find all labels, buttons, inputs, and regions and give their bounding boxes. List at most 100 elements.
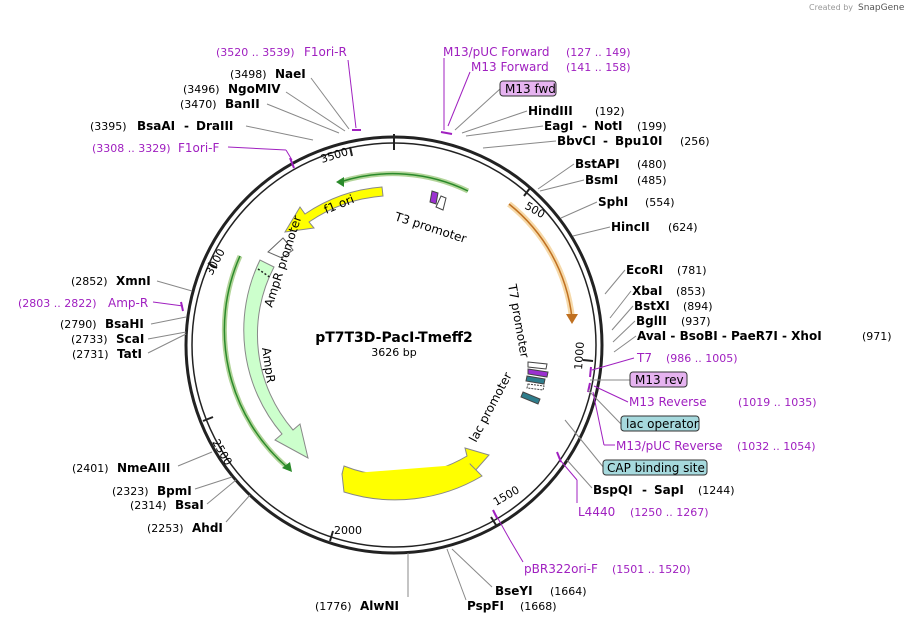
bsmi-leader <box>539 179 585 192</box>
bpmi-label: BpmI <box>157 484 192 498</box>
lac-promoter-label: lac promoter <box>466 370 514 444</box>
lac-operator-label: lac operator <box>626 417 699 431</box>
ampr-feature <box>243 259 309 459</box>
hincii-leader <box>572 226 611 237</box>
bspqi-sep: - <box>642 483 647 497</box>
pspfi-leader <box>446 548 467 601</box>
lac-operator-mark <box>525 375 546 385</box>
tick-3000 <box>207 262 218 269</box>
eagi-label: EagI <box>544 119 573 133</box>
plasmid-length: 3626 bp <box>371 346 416 359</box>
f1ori-r-label: F1ori-R <box>304 45 347 59</box>
tick-2000 <box>329 530 334 542</box>
xbai-label: XbaI <box>632 284 662 298</box>
m13-fwd-box <box>499 80 557 97</box>
xbai-pos: (853) <box>676 285 706 298</box>
eagi-sep: - <box>582 119 587 133</box>
l4440-range: (1250 .. 1267) <box>630 506 709 519</box>
t7-promoter-arrow <box>527 361 548 370</box>
bsai-label: BsaI <box>175 498 204 512</box>
sphi-label: SphI <box>598 195 628 209</box>
m13-reverse-label: M13 Reverse <box>629 395 707 409</box>
bspqi-label: BspQI <box>593 483 633 497</box>
ampr-dashed-marker <box>257 268 272 279</box>
m13-reverse-range: (1019 .. 1035) <box>738 396 817 409</box>
bpmi-leader <box>194 476 233 490</box>
cap-binding-site-box <box>602 459 708 476</box>
t3-promoter-label: T3 promoter <box>392 209 468 246</box>
ecori-label: EcoRI <box>626 263 663 277</box>
bglii-pos: (937) <box>681 315 711 328</box>
eagi-pos: (199) <box>637 120 667 133</box>
f1-ori-feature <box>284 186 384 233</box>
ampr-label: AmpR <box>259 346 278 383</box>
avai-bsobi-paer7i-xhoi-label: AvaI - BsoBI - PaeR7I - XhoI <box>637 329 822 343</box>
banii-pos: (3470) <box>180 98 217 111</box>
draiii-label: DraIII <box>196 119 233 133</box>
t7-promoter-label: T7 promoter <box>505 282 532 359</box>
noti-label: NotI <box>594 119 623 133</box>
pspfi-label: PspFI <box>467 599 504 613</box>
ahdi-label: AhdI <box>192 521 223 535</box>
ecori-leader <box>604 269 626 295</box>
tati-leader <box>147 333 187 354</box>
f1ori-f-range: (3308 .. 3329) <box>92 142 171 155</box>
hindiii-label: HindIII <box>528 104 573 118</box>
bsaai-sep: - <box>184 119 189 133</box>
bbvci-leader <box>482 140 557 149</box>
m13-forward-leader <box>447 71 471 127</box>
lac-operator-box <box>620 415 700 432</box>
m13-puc-reverse-label: M13/pUC Reverse <box>616 439 723 453</box>
naei-label: NaeI <box>275 67 306 81</box>
pbr322ori-f-leader-a <box>509 539 524 563</box>
bsaai-leader <box>245 125 314 141</box>
bsai-pos: (2314) <box>130 499 167 512</box>
ampr-green-arrowhead <box>282 462 292 472</box>
m13-puc-reverse-range: (1032 .. 1054) <box>737 440 816 453</box>
bglii-leader <box>612 320 636 343</box>
sapi-label: SapI <box>654 483 684 497</box>
amp-r-mark <box>180 301 184 312</box>
xmni-leader <box>156 280 193 292</box>
snapgene-logo: SnapGene <box>858 3 905 13</box>
banii-label: BanII <box>225 97 260 111</box>
cap-binding-site-label: CAP binding site <box>607 461 705 475</box>
bstapi-leader <box>537 163 575 190</box>
xmni-pos: (2852) <box>71 275 108 288</box>
ngomiv-label: NgoMIV <box>228 82 281 96</box>
bspqi-pos: (1244) <box>698 484 735 497</box>
pbr322ori-f-mark <box>492 509 498 519</box>
m13-puc-reverse-leader-b <box>592 391 605 446</box>
f1-ori-green-line <box>339 172 469 192</box>
banii-leader <box>266 103 340 134</box>
cap-binding-site-mark <box>520 391 541 405</box>
tick-3500 <box>349 146 353 157</box>
hindiii-pos: (192) <box>595 105 625 118</box>
pbr322ori-f-leader-b <box>495 514 511 541</box>
ahdi-leader <box>225 494 251 523</box>
eagi-leader <box>465 125 544 137</box>
ecori-pos: (781) <box>677 264 707 277</box>
cap-binding-site-leader <box>564 419 605 469</box>
created-by-text: Created by <box>809 3 853 12</box>
bsahi-leader <box>150 316 187 325</box>
tick-label-2500: 2500 <box>209 437 234 468</box>
m13-forward-range: (141 .. 158) <box>566 61 631 74</box>
hincii-label: HincII <box>611 220 650 234</box>
pbr322ori-f-range: (1501 .. 1520) <box>612 563 691 576</box>
bbvci-sep: - <box>603 134 608 148</box>
f1ori-r-range: (3520 .. 3539) <box>216 46 295 59</box>
bsahi-pos: (2790) <box>60 318 97 331</box>
ngomiv-pos: (3496) <box>183 83 220 96</box>
lac-promoter-arrow <box>526 383 545 391</box>
m13-fwd-leader <box>454 88 501 131</box>
bseyi-pos: (1664) <box>550 585 587 598</box>
ahdi-pos: (2253) <box>147 522 184 535</box>
bstapi-label: BstAPI <box>575 157 620 171</box>
bsaai-pos: (3395) <box>90 120 127 133</box>
bpu10i-label: Bpu10I <box>615 134 662 148</box>
primer-marks <box>180 129 592 519</box>
alwni-pos: (1776) <box>315 600 352 613</box>
alwni-label: AlwNI <box>360 599 399 613</box>
